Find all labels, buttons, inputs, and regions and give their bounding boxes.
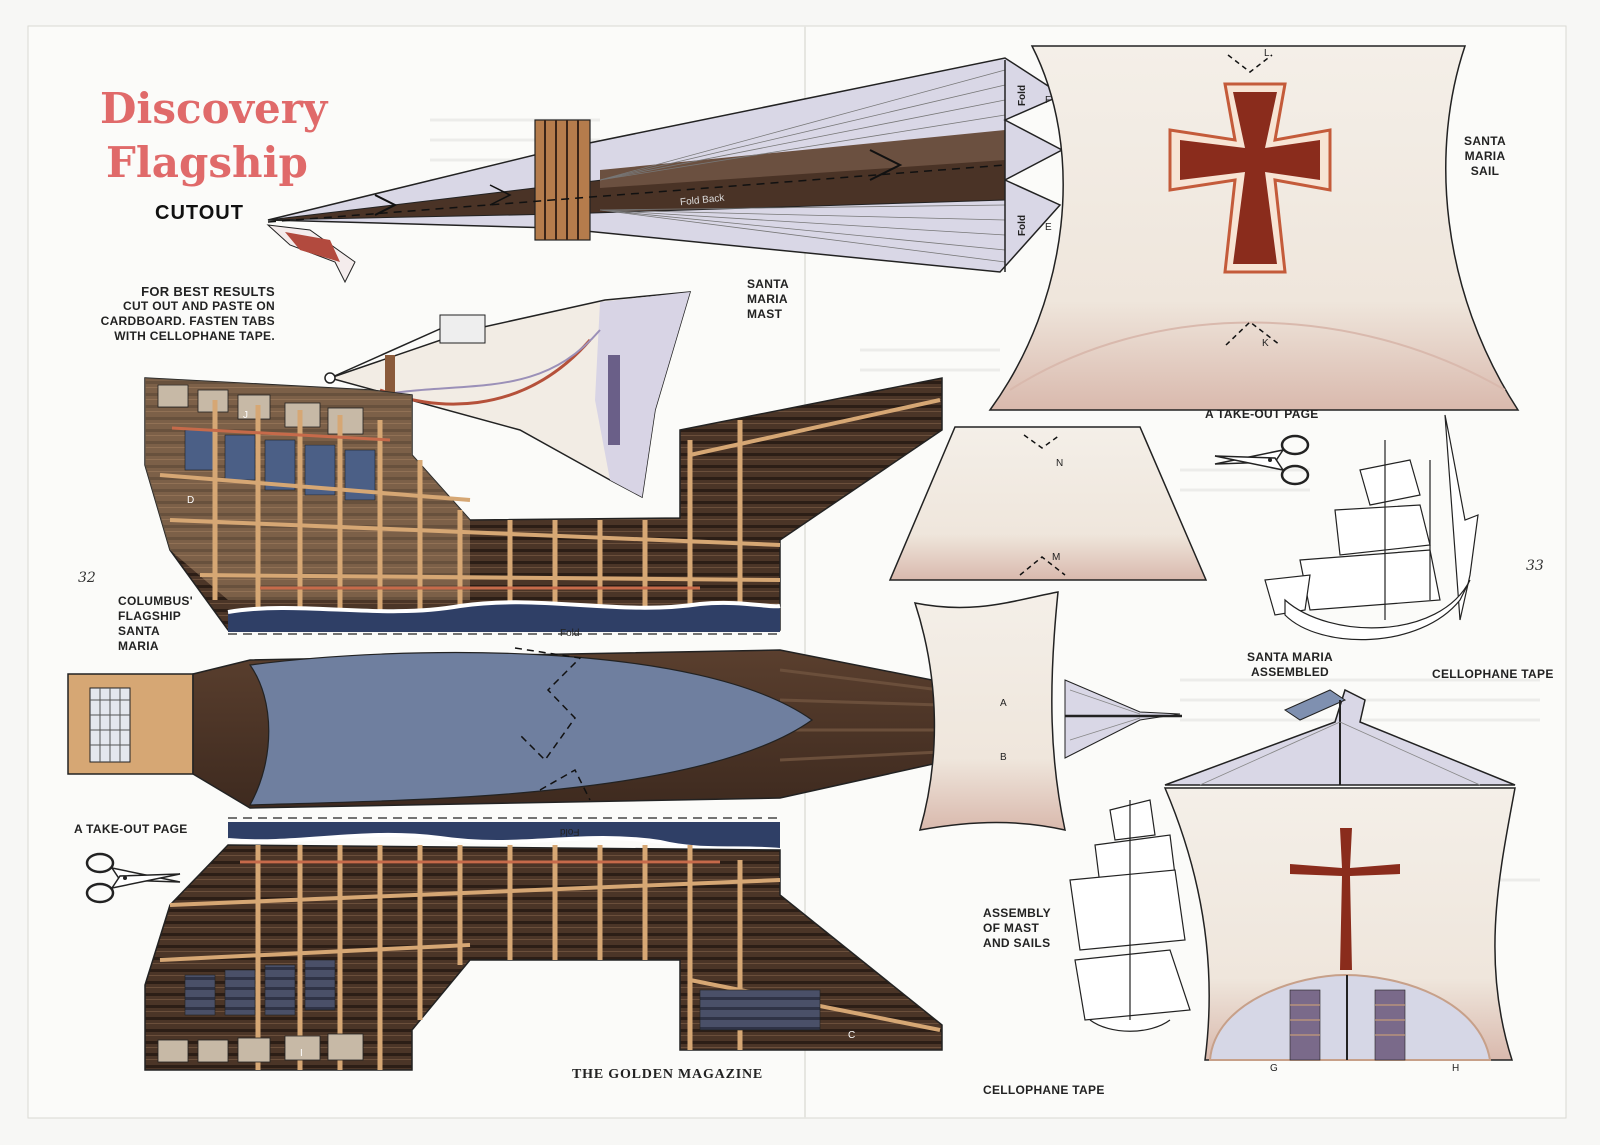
piece-letter-f: F: [1045, 95, 1052, 106]
assembled-ship-drawing: [1264, 414, 1479, 641]
piece-letter-i: I: [300, 1048, 303, 1059]
scissors-icon: [1214, 434, 1310, 486]
label-sail: SANTA MARIA SAIL: [1464, 134, 1506, 178]
hull-side-lower: [144, 817, 943, 1071]
mast-piece: [266, 57, 1064, 284]
main-sail: [988, 45, 1520, 411]
title-line2: Flagship: [106, 138, 308, 187]
title-cutout: CUTOUT: [155, 202, 244, 224]
page-number-left: 32: [78, 570, 96, 586]
label-takeout-left: A TAKE-OUT PAGE: [74, 822, 188, 836]
label-tape-right: CELLOPHANE TAPE: [1432, 667, 1554, 681]
label-tape-bottom: CELLOPHANE TAPE: [983, 1083, 1105, 1097]
deck-piece: [67, 647, 943, 809]
fold-label-hull-top: Fold: [560, 628, 580, 639]
piece-letter-n: N: [1056, 458, 1064, 469]
piece-letter-k: K: [1262, 338, 1269, 349]
scissors-icon: [85, 852, 181, 904]
piece-letter-l: L: [1264, 48, 1270, 59]
label-flagship: COLUMBUS' FLAGSHIP SANTA MARIA: [118, 594, 193, 653]
fold-label-e: Fold: [1017, 214, 1029, 237]
label-takeout-right: A TAKE-OUT PAGE: [1205, 407, 1319, 421]
piece-letter-d: D: [187, 495, 195, 506]
fold-label-hull-bottom: Fold: [560, 826, 580, 837]
page-number-right: 33: [1526, 558, 1544, 574]
piece-letter-h: H: [1452, 1063, 1460, 1074]
piece-letter-c: C: [848, 1030, 856, 1041]
lower-sail: [1163, 688, 1516, 1061]
label-mast: SANTA MARIA MAST: [747, 277, 789, 321]
label-assembled: SANTA MARIA ASSEMBLED: [1247, 650, 1333, 679]
piece-letter-b: B: [1000, 752, 1007, 763]
piece-letter-j: J: [243, 410, 248, 421]
footer-magazine: THE GOLDEN MAGAZINE: [572, 1067, 763, 1082]
mast-assembly-drawing: [1069, 799, 1191, 1032]
piece-letter-e: E: [1045, 222, 1052, 233]
middle-sail: [888, 426, 1208, 581]
fore-sail: [913, 591, 1182, 831]
piece-letter-a: A: [1000, 698, 1007, 709]
cross-emblem: [1168, 82, 1332, 274]
instructions: FOR BEST RESULTS CUT OUT AND PASTE ON CA…: [100, 284, 275, 343]
label-assembly: ASSEMBLY OF MAST AND SAILS: [983, 906, 1051, 950]
fold-label-f: Fold: [1017, 84, 1029, 107]
piece-letter-g: G: [1270, 1063, 1278, 1074]
hull-side-upper: [144, 377, 943, 635]
title-line1: Discovery: [100, 84, 328, 133]
piece-letter-m: M: [1052, 552, 1061, 563]
